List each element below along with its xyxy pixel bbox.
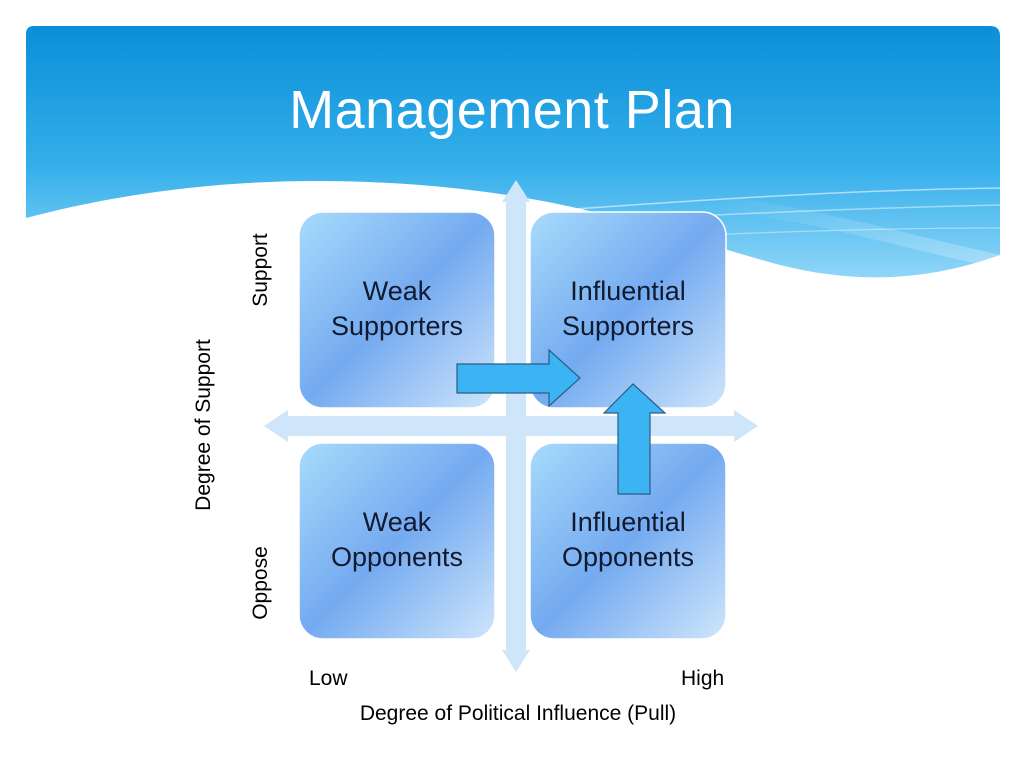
quadrant-label-line: Supporters <box>330 311 464 341</box>
quadrant-label-influential-supporters: Influential Supporters <box>530 274 726 344</box>
x-axis-high-label: High <box>681 667 725 690</box>
quadrant-label-line: Weak <box>362 507 432 537</box>
slide-title: Management Plan <box>289 80 735 140</box>
quadrant-weak-opponents <box>298 442 496 640</box>
y-axis-title: Degree of Support <box>192 339 215 511</box>
y-axis-oppose-label: Oppose <box>249 546 272 620</box>
quadrant-label-line: Influential <box>570 507 686 537</box>
up-arrow-icon <box>602 383 667 495</box>
quadrant-label-line: Opponents <box>330 542 464 572</box>
quadrant-label-weak-supporters: Weak Supporters <box>299 274 495 344</box>
quadrant-label-weak-opponents: Weak Opponents <box>299 505 495 575</box>
x-axis-title: Degree of Political Influence (Pull) <box>359 702 677 725</box>
quadrant-label-influential-opponents: Influential Opponents <box>530 505 726 575</box>
right-arrow-icon <box>456 348 581 408</box>
x-axis-low-label: Low <box>309 667 348 690</box>
y-axis-support-label: Support <box>249 233 272 307</box>
quadrant-label-line: Influential <box>570 276 686 306</box>
quadrant-label-line: Opponents <box>561 542 695 572</box>
quadrant-weak-supporters <box>298 211 496 409</box>
quadrant-label-line: Weak <box>362 276 432 306</box>
quadrant-label-line: Supporters <box>561 311 695 341</box>
header-wave-background <box>26 26 1002 278</box>
